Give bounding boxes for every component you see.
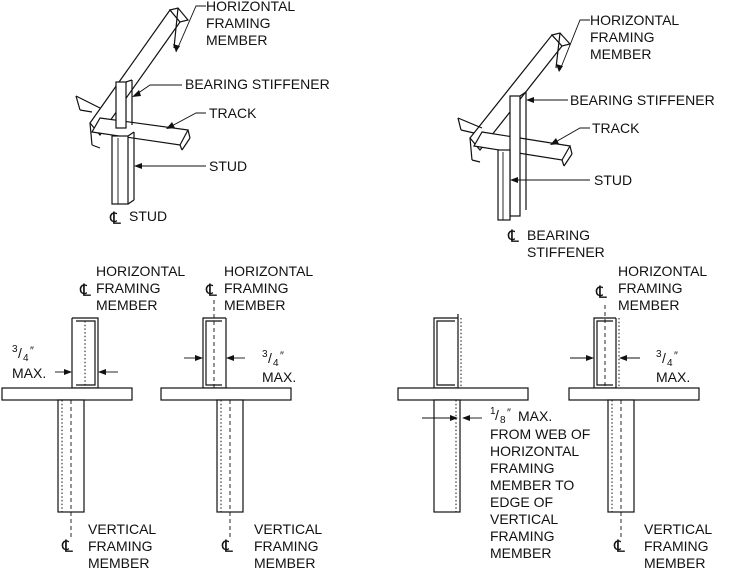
- s2-label-vframing: FRAMING: [254, 538, 319, 554]
- label-horizontal: HORIZONTAL: [206, 0, 295, 14]
- s1-label-vertical: VERTICAL: [88, 521, 156, 537]
- label-cl-stiffener: STIFFENER: [527, 244, 605, 260]
- section-detail-3: 1 / 8 ″ MAX. FROM WEB OF HORIZONTAL FRAM…: [397, 314, 590, 561]
- s4-frac-num: 3: [656, 349, 662, 360]
- s2-plate: [160, 387, 292, 401]
- stud: [111, 135, 129, 205]
- s4-label-vframing: FRAMING: [644, 538, 709, 554]
- label-cl-stud: STUD: [129, 208, 167, 224]
- label-track: TRACK: [209, 105, 257, 121]
- s3-note-7: MEMBER: [490, 545, 551, 561]
- s3-note-0: FROM WEB OF: [490, 426, 590, 442]
- centerline-icon: ℄: [61, 537, 73, 556]
- s3-frac-slash: /: [495, 407, 499, 423]
- s1-plate: [1, 387, 133, 401]
- s1-max: MAX.: [12, 365, 46, 381]
- s3-frac-den: 8: [500, 415, 506, 426]
- label-member-r: MEMBER: [590, 46, 651, 62]
- centerline-icon: ℄: [205, 281, 217, 300]
- s1-label-vframing: FRAMING: [88, 538, 153, 554]
- s3-frac-inch: ″: [507, 407, 511, 419]
- label-horizontal-r: HORIZONTAL: [590, 12, 679, 28]
- centerline-icon: ℄: [79, 281, 91, 300]
- label-stud-r: STUD: [594, 172, 632, 188]
- s2-frac-inch: ″: [280, 350, 284, 362]
- s3-note-6: FRAMING: [490, 528, 555, 544]
- track-r: [473, 131, 571, 161]
- section-detail-1: ℄ HORIZONTAL FRAMING MEMBER 3 / 4 ″ MAX.…: [1, 263, 185, 571]
- s3-frac-num: 1: [490, 406, 496, 417]
- s4-max: MAX.: [656, 369, 690, 385]
- s1-frac-inch: ″: [30, 345, 34, 357]
- s4-label-vmember: MEMBER: [644, 555, 705, 571]
- section-detail-4: ℄ HORIZONTAL FRAMING MEMBER 3 / 4 ″ MAX.…: [568, 263, 712, 571]
- centerline-icon: ℄: [595, 283, 607, 302]
- centerline-icon: ℄: [507, 227, 519, 246]
- s4-label-vertical: VERTICAL: [644, 521, 712, 537]
- s2-label-member: MEMBER: [224, 297, 285, 313]
- track: [91, 117, 189, 146]
- s4-label-framing: FRAMING: [618, 280, 683, 296]
- s4-frac-inch: ″: [674, 350, 678, 362]
- s1-label-framing: FRAMING: [96, 280, 161, 296]
- s1-label-vmember: MEMBER: [88, 555, 149, 571]
- s2-frac-num: 3: [262, 349, 268, 360]
- s2-frac-den: 4: [273, 358, 279, 369]
- s3-note-2: FRAMING: [490, 460, 555, 476]
- s2-label-vmember: MEMBER: [254, 555, 315, 571]
- label-bearing-stiffener: BEARING STIFFENER: [185, 76, 330, 92]
- label-member: MEMBER: [206, 32, 267, 48]
- s2-label-framing: FRAMING: [224, 280, 289, 296]
- s3-plate: [397, 387, 529, 401]
- stud-r: [497, 149, 511, 221]
- s4-frac-slash: /: [662, 350, 666, 366]
- s1-frac-den: 4: [23, 353, 29, 364]
- centerline-icon: ℄: [109, 209, 121, 228]
- s1-frac-slash: /: [18, 345, 22, 361]
- s2-label-vertical: VERTICAL: [254, 521, 322, 537]
- s3-note-4: EDGE OF: [490, 494, 553, 510]
- s3-note-5: VERTICAL: [490, 511, 558, 527]
- label-cl-bearing: BEARING: [527, 227, 590, 243]
- s1-label-horizontal: HORIZONTAL: [96, 263, 185, 279]
- s3-note-1: HORIZONTAL: [490, 443, 579, 459]
- s3-max: MAX.: [518, 408, 552, 424]
- label-stud: STUD: [209, 158, 247, 174]
- centerline-icon: ℄: [221, 537, 233, 556]
- s2-max: MAX.: [262, 369, 296, 385]
- iso-detail-right: HORIZONTAL FRAMING MEMBER BEARING STIFFE…: [457, 12, 715, 260]
- bearing-stiffener-r: [509, 95, 521, 217]
- label-bearing-stiffener-r: BEARING STIFFENER: [570, 92, 715, 108]
- s3-note-3: MEMBER TO: [490, 477, 574, 493]
- s4-frac-den: 4: [667, 358, 673, 369]
- horizontal-member-web: [89, 9, 181, 136]
- label-framing-r: FRAMING: [590, 29, 655, 45]
- iso-detail-left: HORIZONTAL FRAMING MEMBER BEARING STIFFE…: [75, 0, 330, 228]
- s1-frac-num: 3: [12, 344, 18, 355]
- section-detail-2: ℄ HORIZONTAL FRAMING MEMBER 3 / 4 ″ MAX.…: [160, 263, 322, 571]
- label-framing: FRAMING: [206, 15, 271, 31]
- s4-label-horizontal: HORIZONTAL: [618, 263, 707, 279]
- s2-label-horizontal: HORIZONTAL: [224, 263, 313, 279]
- s1-label-member: MEMBER: [96, 297, 157, 313]
- centerline-icon: ℄: [613, 537, 625, 556]
- bearing-stiffener: [115, 81, 127, 129]
- s2-frac-slash: /: [268, 350, 272, 366]
- s4-plate: [568, 387, 700, 401]
- label-track-r: TRACK: [592, 120, 640, 136]
- s4-label-member: MEMBER: [618, 297, 679, 313]
